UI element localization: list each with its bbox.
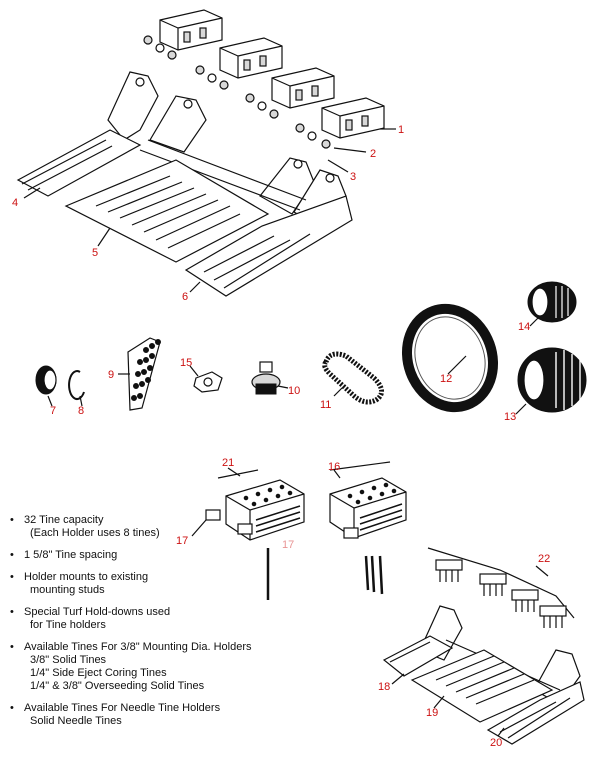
snap-ring-part — [68, 370, 85, 401]
callout-12: 12 — [440, 373, 452, 385]
callout-13: 13 — [504, 411, 516, 423]
hardware-kit-part — [127, 337, 161, 411]
callout-18: 18 — [378, 681, 390, 693]
gasket-part — [193, 371, 223, 393]
bullet: • — [10, 606, 14, 618]
callout-10: 10 — [288, 385, 300, 397]
knob-part — [251, 361, 281, 395]
note-item: • 32 Tine capacity(Each Holder uses 8 tin… — [10, 514, 280, 540]
note-line: Available Tines For Needle Tine Holders — [24, 702, 221, 714]
note-item: • Available Tines For 3/8" Mounting Dia. … — [10, 641, 280, 693]
callout-22: 22 — [538, 553, 550, 565]
callout-16: 16 — [328, 461, 340, 473]
note-line: 32 Tine capacity — [24, 514, 104, 526]
bullet: • — [10, 514, 14, 526]
drive-ring-part — [401, 303, 499, 413]
note-line: Solid Needle Tines — [30, 715, 122, 727]
note-item: • Available Tines For Needle Tine Holders… — [10, 702, 280, 728]
note-line: 1/4" & 3/8" Overseeding Solid Tines — [30, 680, 205, 692]
note-line: 1/4" Side Eject Coring Tines — [30, 667, 167, 679]
nuts-and-washers — [143, 35, 331, 149]
callout-14: 14 — [518, 321, 530, 333]
note-line: (Each Holder uses 8 tines) — [30, 527, 160, 539]
callout-5: 5 — [92, 247, 98, 259]
note-line: Special Turf Hold-downs used — [24, 606, 171, 618]
callout-15: 15 — [180, 357, 192, 369]
callout-3: 3 — [350, 171, 356, 183]
callout-19: 19 — [426, 707, 438, 719]
callout-2: 2 — [370, 148, 376, 160]
bearing-part — [35, 365, 57, 395]
callout-leaders-top — [23, 128, 396, 293]
drive-belt-part — [322, 351, 384, 405]
feature-notes: • 32 Tine capacity(Each Holder uses 8 tin… — [10, 514, 280, 737]
needle-tine-holder — [329, 461, 407, 595]
bullet: • — [10, 702, 14, 714]
note-text: 32 Tine capacity(Each Holder uses 8 tine… — [24, 514, 160, 540]
tine-holder-3-8 — [205, 469, 305, 600]
bullet: • — [10, 549, 14, 561]
note-text: Available Tines For 3/8" Mounting Dia. H… — [24, 641, 251, 693]
note-item: • 1 5/8" Tine spacing — [10, 549, 280, 562]
callout-17-faint: 17 — [282, 539, 294, 551]
bullet: • — [10, 571, 14, 583]
callout-4: 4 — [12, 197, 18, 209]
callout-21: 21 — [222, 457, 234, 469]
callout-17: 17 — [176, 535, 188, 547]
turf-holddown-frame — [16, 71, 353, 297]
note-text: 1 5/8" Tine spacing — [24, 549, 117, 562]
small-tire-part — [527, 281, 577, 323]
note-line: 3/8" Solid Tines — [30, 654, 107, 666]
callout-8: 8 — [78, 405, 84, 417]
note-line: for Tine holders — [30, 619, 106, 631]
bullet: • — [10, 641, 14, 653]
callout-6: 6 — [182, 291, 188, 303]
note-line: Available Tines For 3/8" Mounting Dia. H… — [24, 641, 252, 653]
callout-20: 20 — [490, 737, 502, 749]
tine-holder-row — [159, 9, 385, 139]
note-line: 1 5/8" Tine spacing — [24, 549, 118, 561]
tine-kit-assembly — [382, 547, 585, 745]
callout-1: 1 — [398, 124, 404, 136]
note-line: mounting studs — [30, 584, 105, 596]
callout-9: 9 — [108, 369, 114, 381]
callout-7: 7 — [50, 405, 56, 417]
callout-11: 11 — [320, 399, 331, 411]
large-tire-part — [517, 347, 587, 413]
note-line: Holder mounts to existing — [24, 571, 149, 583]
